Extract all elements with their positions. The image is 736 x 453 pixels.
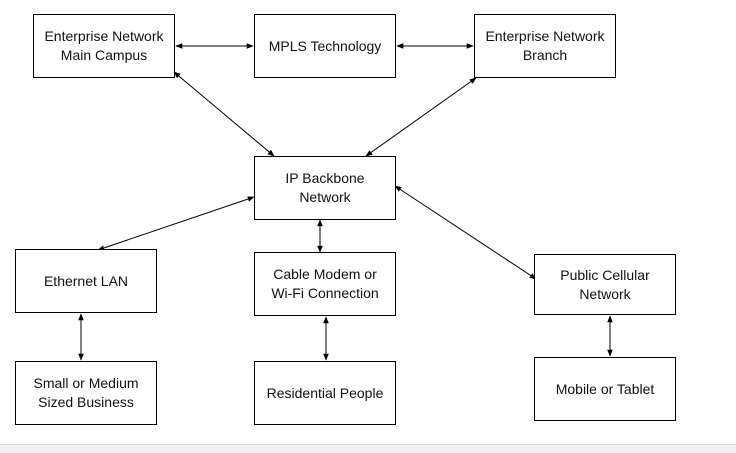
node-label: MPLS Technology <box>268 37 382 54</box>
edge-branch-ip-backbone <box>365 77 477 157</box>
node-label: Public Cellular Network <box>560 266 650 302</box>
node-label: Ethernet LAN <box>43 272 129 289</box>
node-label: Cable Modem or Wi-Fi Connection <box>271 266 379 301</box>
node-mpls: MPLS Technology <box>254 14 396 78</box>
node-label: Residential People <box>266 384 384 401</box>
node-small-business: Small or Medium Sized Business <box>15 361 157 425</box>
status-bar <box>0 444 736 453</box>
node-label: Small or Medium Sized Business <box>33 375 139 410</box>
node-cable-modem: Cable Modem or Wi-Fi Connection <box>254 252 396 316</box>
node-ethernet-lan: Ethernet LAN <box>15 249 157 313</box>
node-label: Enterprise Network Main Campus <box>44 28 164 63</box>
node-mobile: Mobile or Tablet <box>534 357 676 421</box>
node-label: IP Backbone Network <box>285 170 365 205</box>
node-label: Enterprise Network Branch <box>485 28 605 63</box>
node-main-campus: Enterprise Network Main Campus <box>33 14 175 78</box>
node-branch: Enterprise Network Branch <box>474 14 616 78</box>
edge-ip-backbone-ethernet-lan <box>97 196 255 251</box>
node-residential: Residential People <box>254 361 396 425</box>
node-cellular: Public Cellular Network <box>534 254 676 315</box>
node-label: Mobile or Tablet <box>555 380 655 397</box>
edge-main-campus-ip-backbone <box>173 71 275 157</box>
edge-ip-backbone-cellular <box>394 185 537 280</box>
node-ip-backbone: IP Backbone Network <box>254 156 396 220</box>
